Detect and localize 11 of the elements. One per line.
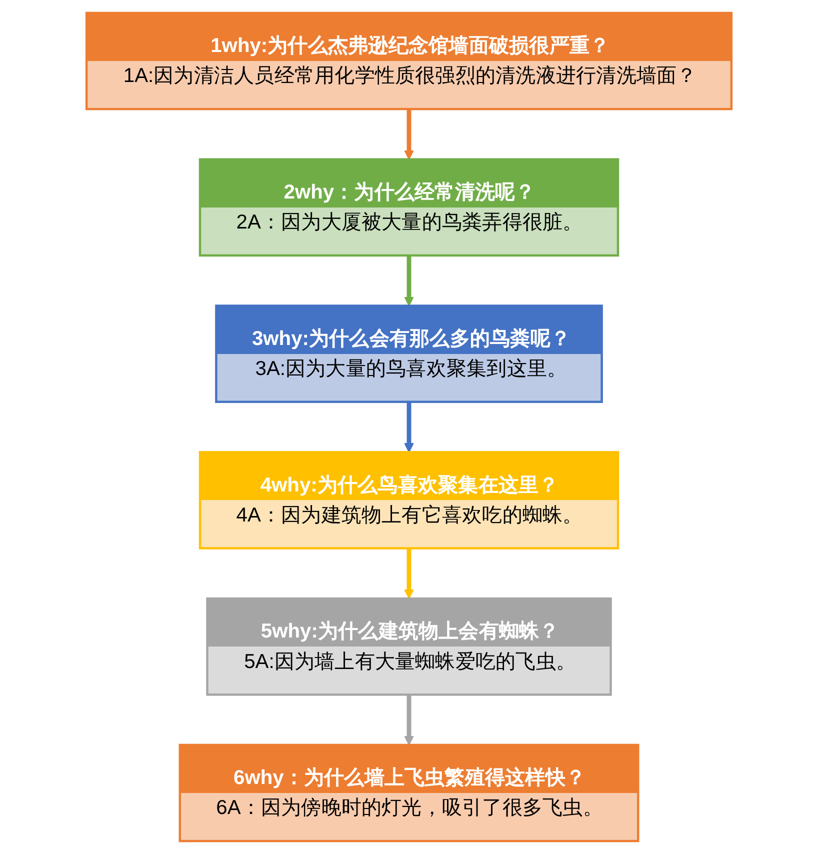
arrow xyxy=(404,694,414,746)
arrow xyxy=(404,548,414,599)
arrow xyxy=(404,109,414,160)
node-box: 2why：为什么经常清洗呢？ 2A：因为大厦被大量的鸟粪弄得很脏。 xyxy=(198,158,620,257)
node-box: 5why:为什么建筑物上会有蜘蛛？ 5A:因为墙上有大量蜘蛛爱吃的飞虫。 xyxy=(206,597,612,696)
arrow xyxy=(404,255,414,306)
node-box: 4why:为什么鸟喜欢聚集在这里？ 4A：因为建筑物上有它喜欢吃的蜘蛛。 xyxy=(198,451,620,550)
node-box: 3why:为什么会有那么多的鸟粪呢？ 3A:因为大量的鸟喜欢聚集到这里。 xyxy=(215,304,603,403)
node-box: 6why：为什么墙上飞虫繁殖得这样快？ 6A：因为傍晚时的灯光，吸引了很多飞虫。 xyxy=(178,744,640,842)
arrow xyxy=(404,402,414,453)
node-box: 1why:为什么杰弗逊纪念馆墙面破损很严重？ 1A:因为清洁人员经常用化学性质很强烈的清洗液进行清洗墙面？ xyxy=(85,12,733,110)
